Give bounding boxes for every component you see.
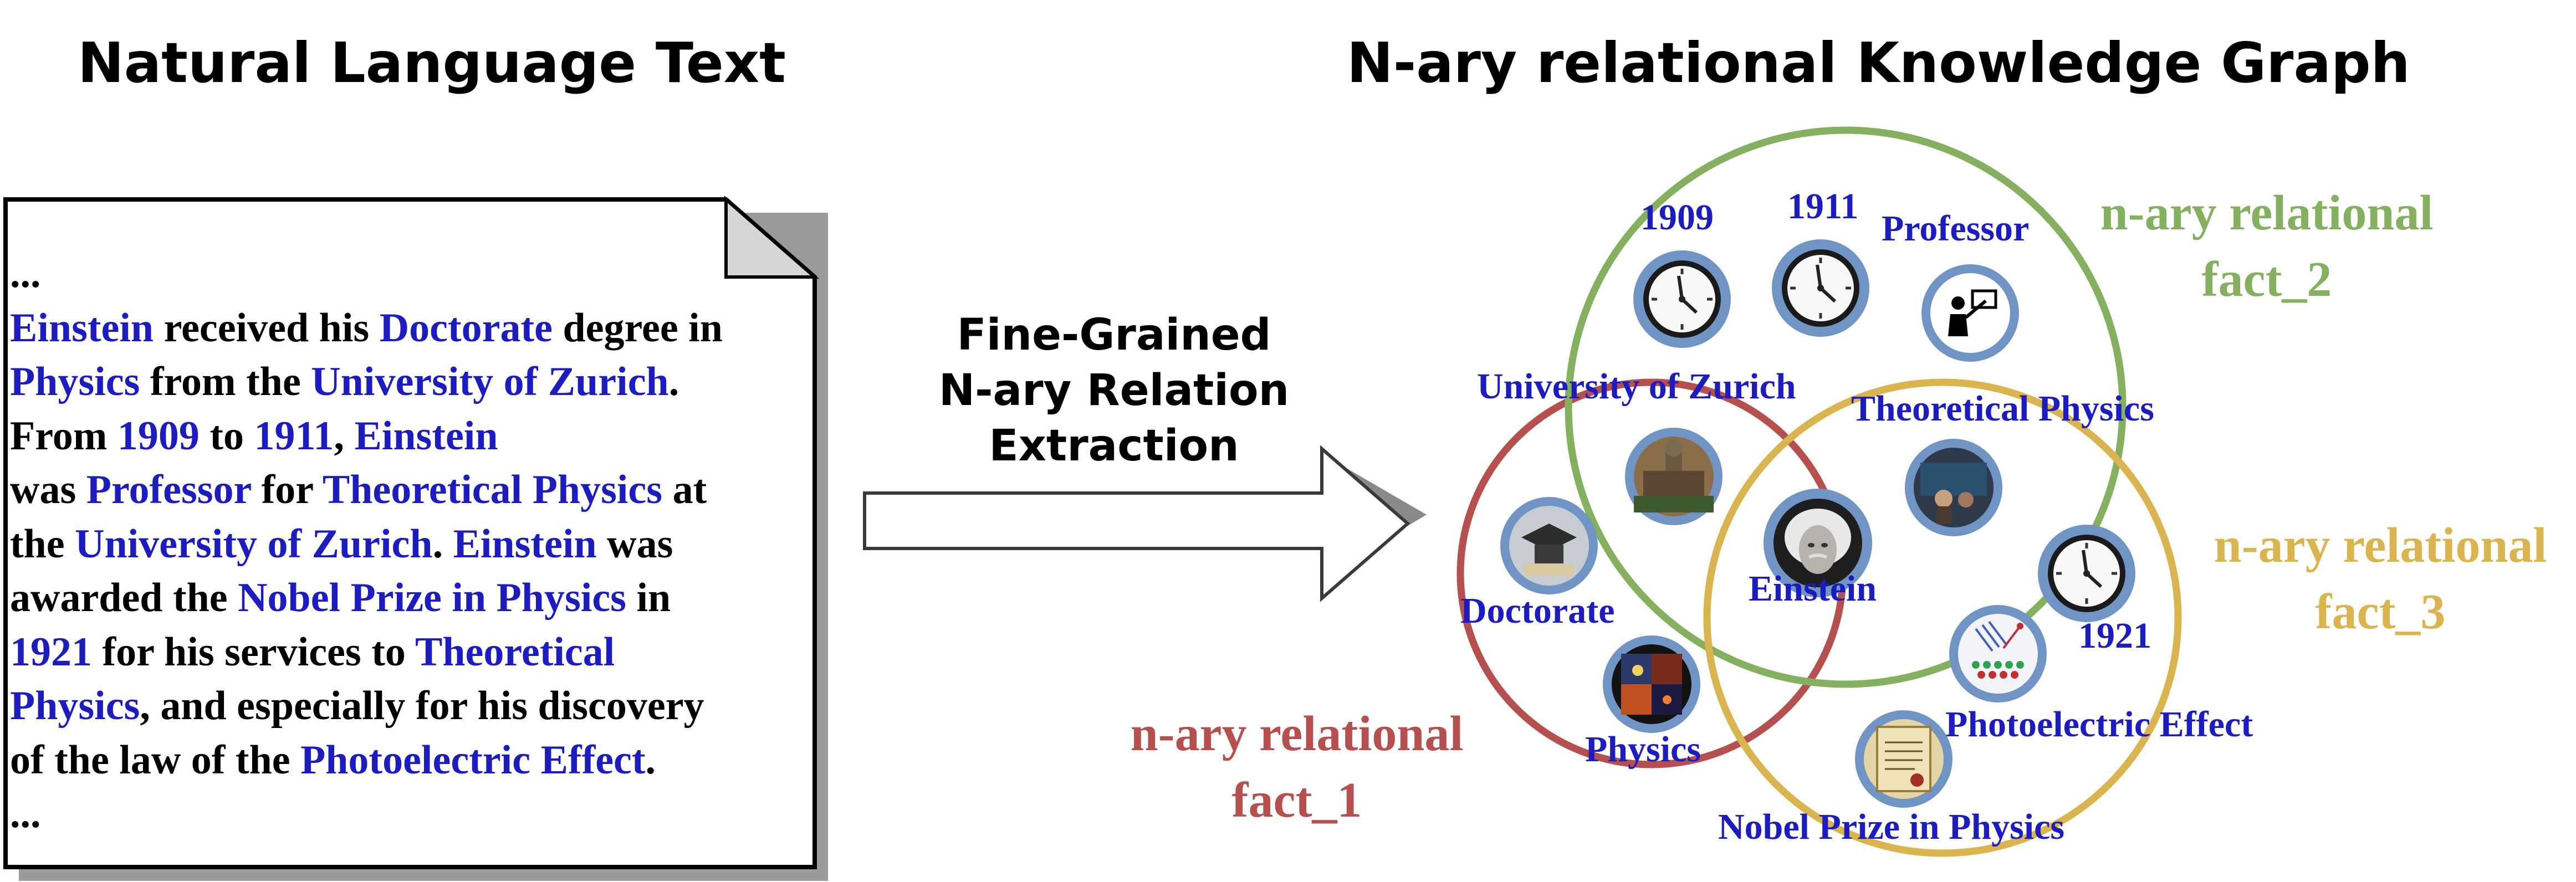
plain-text: received his	[154, 305, 380, 351]
document-line: From 1909 to 1911, Einstein	[10, 409, 797, 464]
document-line: ...	[10, 247, 797, 301]
entity-mention: 1921	[10, 629, 92, 675]
plain-text: from the	[140, 359, 311, 404]
entity-mention: 1909	[117, 413, 200, 459]
entity-mention: Einstein	[354, 413, 498, 459]
plain-text: .	[668, 359, 679, 404]
plain-text: awarded the	[10, 575, 238, 621]
plain-text: ...	[10, 791, 41, 837]
plain-text: ...	[10, 251, 41, 296]
clock-icon-1921	[2038, 525, 2135, 622]
plain-text: degree in	[552, 305, 723, 351]
entity-mention: Professor	[86, 467, 252, 512]
extraction-label-line-3: Extraction	[989, 421, 1239, 471]
graduation-cap-icon	[1500, 497, 1598, 594]
fact-2-label: n-ary relational fact_2	[2100, 186, 2434, 307]
label-physics: Physics	[1585, 729, 1701, 770]
extraction-arrow	[863, 445, 1427, 602]
entity-mention: Physics	[10, 359, 140, 404]
plain-text: of the law of the	[10, 737, 301, 783]
plain-text: for his services to	[92, 629, 416, 675]
document-line: awarded the Nobel Prize in Physics in	[10, 571, 797, 625]
plain-text: From	[10, 413, 117, 459]
plain-text: , and especially for his discovery	[140, 683, 704, 729]
document-line: of the law of the Photoelectric Effect.	[10, 734, 797, 788]
document-text: ...Einstein received his Doctorate degre…	[10, 247, 797, 842]
fact-1-label: n-ary relational fact_1	[1130, 706, 1464, 828]
plain-text: at	[662, 467, 707, 512]
label-1921: 1921	[2078, 616, 2151, 656]
document-line: ...	[10, 787, 797, 842]
photoelectric-diagram-icon	[1949, 605, 2047, 702]
einstein-portrait-icon	[1764, 489, 1872, 597]
knowledge-graph-title: N-ary relational Knowledge Graph	[1347, 30, 2410, 95]
entity-mention: Photoelectric Effect	[300, 737, 646, 783]
blackboard-photo-icon	[1905, 439, 2002, 536]
document-line: the University of Zurich. Einstein was	[10, 517, 797, 572]
plain-text: the	[10, 521, 75, 567]
plain-text: to	[199, 413, 254, 459]
document-line: Einstein received his Doctorate degree i…	[10, 301, 797, 356]
entity-mention: University of Zurich	[311, 359, 669, 404]
extraction-label: Fine-Grained N-ary Relation Extraction	[842, 307, 1386, 474]
label-photoelectric-effect: Photoelectric Effect	[1945, 704, 2253, 745]
arrow-body	[863, 445, 1410, 602]
physics-collage-icon	[1603, 635, 1700, 733]
entity-mention: Einstein	[453, 521, 597, 567]
entity-mention: Physics	[10, 683, 140, 729]
extraction-label-line-2: N-ary Relation	[938, 366, 1290, 416]
plain-text: for	[251, 467, 323, 512]
clock-icon-1911	[1772, 239, 1869, 337]
clock-icon-1909	[1633, 250, 1731, 348]
entity-mention: Theoretical	[415, 629, 615, 675]
plain-text: in	[626, 575, 671, 621]
fact-2-circle	[1565, 126, 2127, 688]
label-doctorate: Doctorate	[1460, 591, 1615, 631]
fact-3-circle	[1703, 378, 2182, 857]
document-line: Physics from the University of Zurich.	[10, 355, 797, 409]
text-document: ...Einstein received his Doctorate degre…	[0, 194, 831, 881]
natural-language-title: Natural Language Text	[78, 30, 786, 95]
label-nobel-prize-in-physics: Nobel Prize in Physics	[1718, 807, 2065, 847]
plain-text: was	[10, 467, 86, 512]
plain-text: was	[596, 521, 673, 567]
entity-mention: Theoretical Physics	[322, 467, 663, 512]
entity-mention: Doctorate	[379, 305, 553, 351]
label-1911: 1911	[1787, 186, 1859, 227]
fact-3-label: n-ary relational fact_3	[2214, 518, 2547, 639]
label-professor: Professor	[1882, 208, 2030, 249]
entity-mention: Einstein	[10, 305, 154, 351]
label-1909: 1909	[1640, 197, 1714, 238]
document-line: was Professor for Theoretical Physics at	[10, 463, 797, 517]
university-building-icon	[1625, 428, 1723, 525]
nobel-diploma-icon	[1855, 710, 1953, 808]
label-theoretical-physics: Theoretical Physics	[1851, 388, 2154, 429]
entity-mention: Nobel Prize in Physics	[238, 575, 626, 621]
document-folded-corner	[724, 196, 819, 279]
plain-text: .	[432, 521, 453, 567]
label-university-of-zurich: University of Zurich	[1477, 366, 1796, 407]
entity-mention: University of Zurich	[75, 521, 433, 567]
entity-mention: 1911	[254, 413, 334, 459]
label-einstein: Einstein	[1749, 568, 1877, 609]
extraction-label-line-1: Fine-Grained	[957, 310, 1271, 360]
document-line: 1921 for his services to Theoretical	[10, 625, 797, 680]
plain-text: ,	[334, 413, 355, 459]
document-shape	[3, 196, 828, 881]
document-line: Physics, and especially for his discover…	[10, 679, 797, 734]
plain-text: .	[645, 737, 656, 783]
document-page	[3, 197, 817, 869]
professor-icon	[1921, 264, 2019, 362]
